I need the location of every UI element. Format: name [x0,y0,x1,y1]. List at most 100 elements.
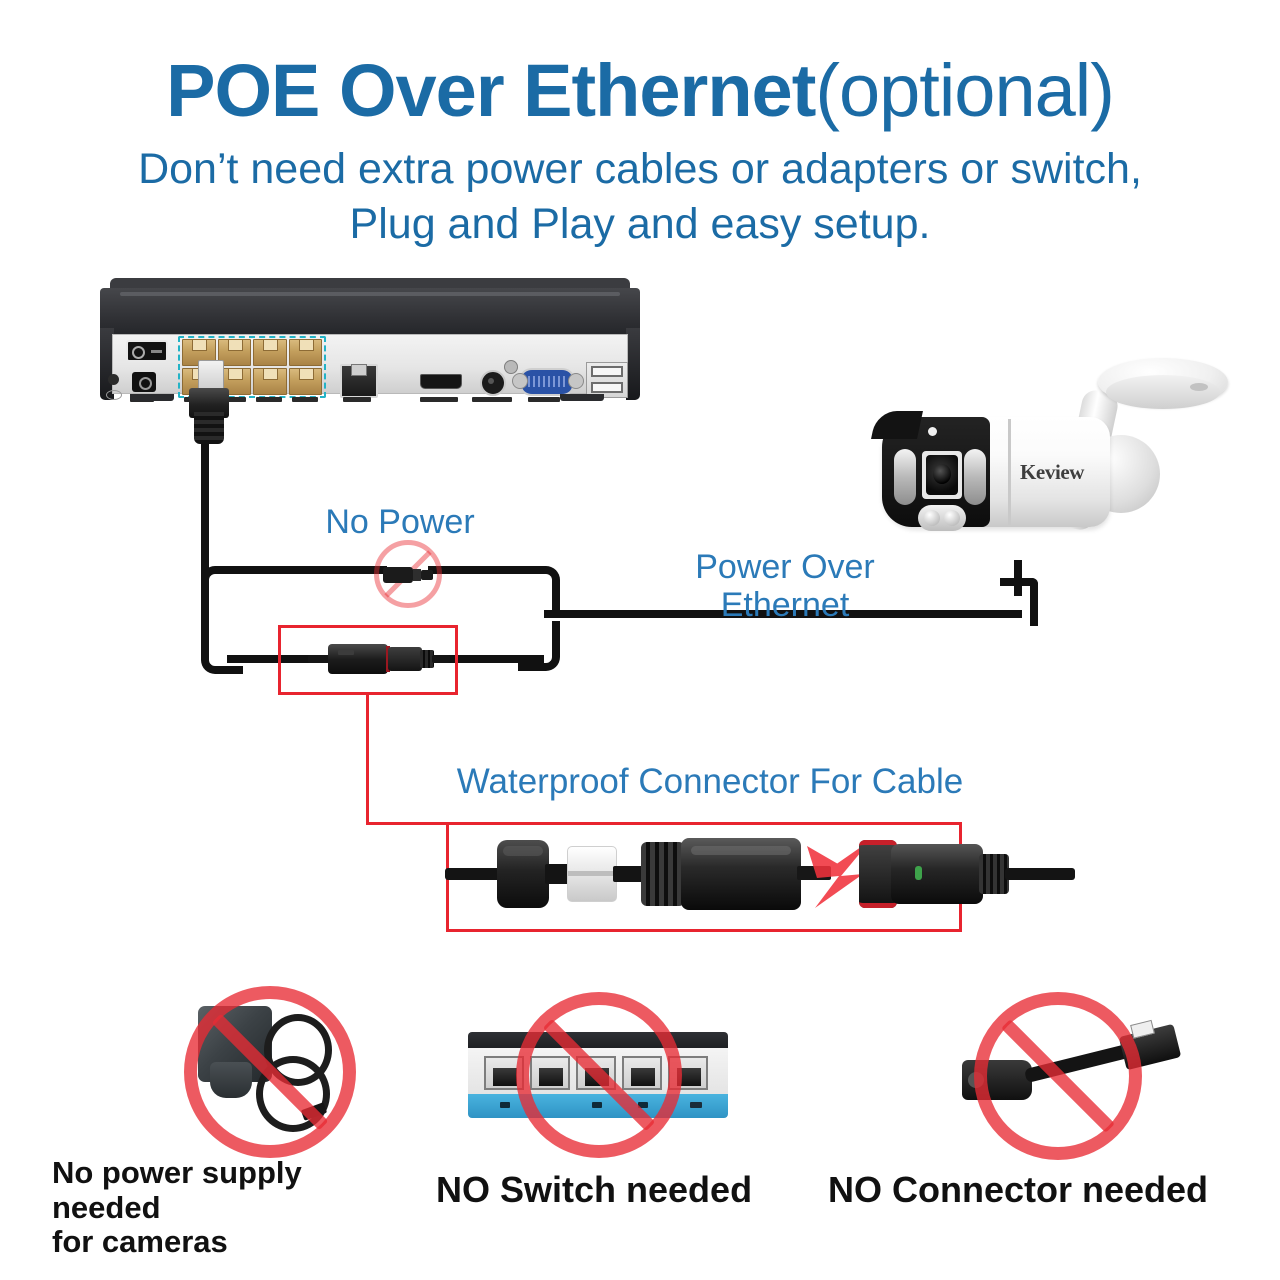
port-label-mark [343,397,371,402]
ethernet-cable-upper-run-2 [428,566,544,574]
page-title-optional: (optional) [815,49,1115,132]
vga-screw-right-icon [568,373,584,389]
port-label-mark [472,397,512,402]
camera-ir-led-left [894,449,916,505]
no-switch-graphic [468,992,730,1158]
nvr-foot [130,394,174,401]
wp-alignment-marker [915,866,922,880]
audio-jack-icon [480,370,506,396]
usb-port-lower [591,382,623,393]
power-over-ethernet-label: Power Over Ethernet [640,548,930,624]
dc-input-jack-icon [132,372,156,392]
no-connector-label-line1: NO Connector needed [828,1169,1209,1210]
wp-female-ribbed-collar [979,854,1009,894]
no-power-prohibited-icon [374,540,442,608]
ethernet-cable-corner-lower [201,632,243,674]
camera-white-led [918,505,966,531]
wp-cable-right [1005,868,1075,880]
bullet-camera: Keview [860,355,1260,595]
waterproof-connector-detail [445,820,1075,930]
no-power-supply-label-line1: No power supply needed [52,1155,302,1225]
waterproof-connector-callout-box [278,625,458,695]
prohibited-sign-icon [184,986,356,1158]
camera-lens-glass [933,464,951,484]
camera-mount-base-inner [1106,375,1220,409]
no-power-supply-graphic [160,986,370,1158]
camera-sun-hood [871,411,923,439]
usb-ports-icon [586,362,628,398]
ethernet-cable-corner-upper [201,566,243,608]
power-over-ethernet-line1: Power Over [695,548,875,586]
usb-port-upper [591,366,623,377]
no-power-label: No Power [325,503,475,541]
camera-brand-label: Keview [1020,460,1085,484]
nvr-device [100,278,640,408]
no-connector-graphic [962,992,1192,1160]
camera-microphone-icon [928,427,937,436]
switch-power-led [690,1102,702,1108]
ground-symbol-icon [106,390,122,400]
port-label-mark [528,397,560,402]
wp-red-ring [859,840,897,908]
poe-port-highlight-box [178,336,326,398]
port-label-mark [292,397,318,402]
wp-female-barrel [891,844,983,904]
no-connector-label: NO Connector needed [828,1169,1248,1210]
hdmi-port-icon [420,374,462,389]
nvr-right-side [626,328,640,400]
wp-female-end [859,840,897,908]
waterproof-callout-connector-line-h [366,822,448,825]
poe-port [288,368,322,395]
ethernet-cable-corner-merge-bottom [518,621,560,671]
wp-white-sleeve [567,846,618,902]
nvr-lid-highlight [120,292,620,296]
poe-port [217,339,251,366]
ethernet-cable-camera-riser [1014,560,1022,596]
power-switch-icon [126,340,168,362]
rj45-plug [188,360,230,444]
page-title: POE Over Ethernet(optional) [0,48,1280,133]
rj45-plug-boot [194,412,224,444]
page-title-main: POE Over Ethernet [166,49,816,132]
no-switch-label: NO Switch needed [436,1169,796,1210]
port-label-mark [420,397,458,402]
connection-spark-icon [801,832,885,916]
nvr-foot [560,394,604,401]
ethernet-cable-to-camera [544,610,1022,618]
wp-inner-cable-2 [613,866,645,882]
page-subtitle: Don’t need extra power cables or adapter… [0,142,1280,252]
camera-body-seam [1008,419,1011,525]
wp-cable-gland-nut [497,840,549,908]
lan-port-icon [340,364,378,398]
dc-power-connector-icon [383,565,433,585]
port-label-mark [220,397,246,402]
ethernet-cable-corner-merge-top [518,566,560,616]
ground-screw-icon [108,374,119,385]
waterproof-connector-label: Waterproof Connector For Cable [456,762,964,801]
no-power-supply-label-line2: for cameras [52,1224,228,1260]
camera-mount-screw-hole [1190,383,1208,391]
wp-male-barrel [681,838,801,910]
camera-ir-led-right [964,449,986,505]
ethernet-cable-upper-run [227,566,387,574]
switch-led [500,1102,510,1108]
ethernet-cable-lower-run [227,655,327,663]
ethernet-cable-drop [201,440,209,636]
power-over-ethernet-line2: Ethernet [720,586,850,625]
page-subtitle-line2: Plug and Play and easy setup. [349,200,931,249]
poe-port [253,339,287,366]
port-label-mark [256,397,282,402]
nvr-lid [100,288,640,338]
poe-port [253,368,287,395]
wp-ribbed-collar [641,842,685,906]
prohibited-sign-icon [974,992,1142,1160]
waterproof-connector-inline [308,641,450,677]
poe-port [288,339,322,366]
no-switch-label-line1: NO Switch needed [436,1169,753,1210]
waterproof-callout-connector-line [366,695,369,825]
vga-screw-icon [504,360,518,374]
vga-screw-left-icon [512,373,528,389]
page-subtitle-line1: Don’t need extra power cables or adapter… [138,145,1142,193]
ethernet-cable-lower-run-2 [430,655,544,663]
